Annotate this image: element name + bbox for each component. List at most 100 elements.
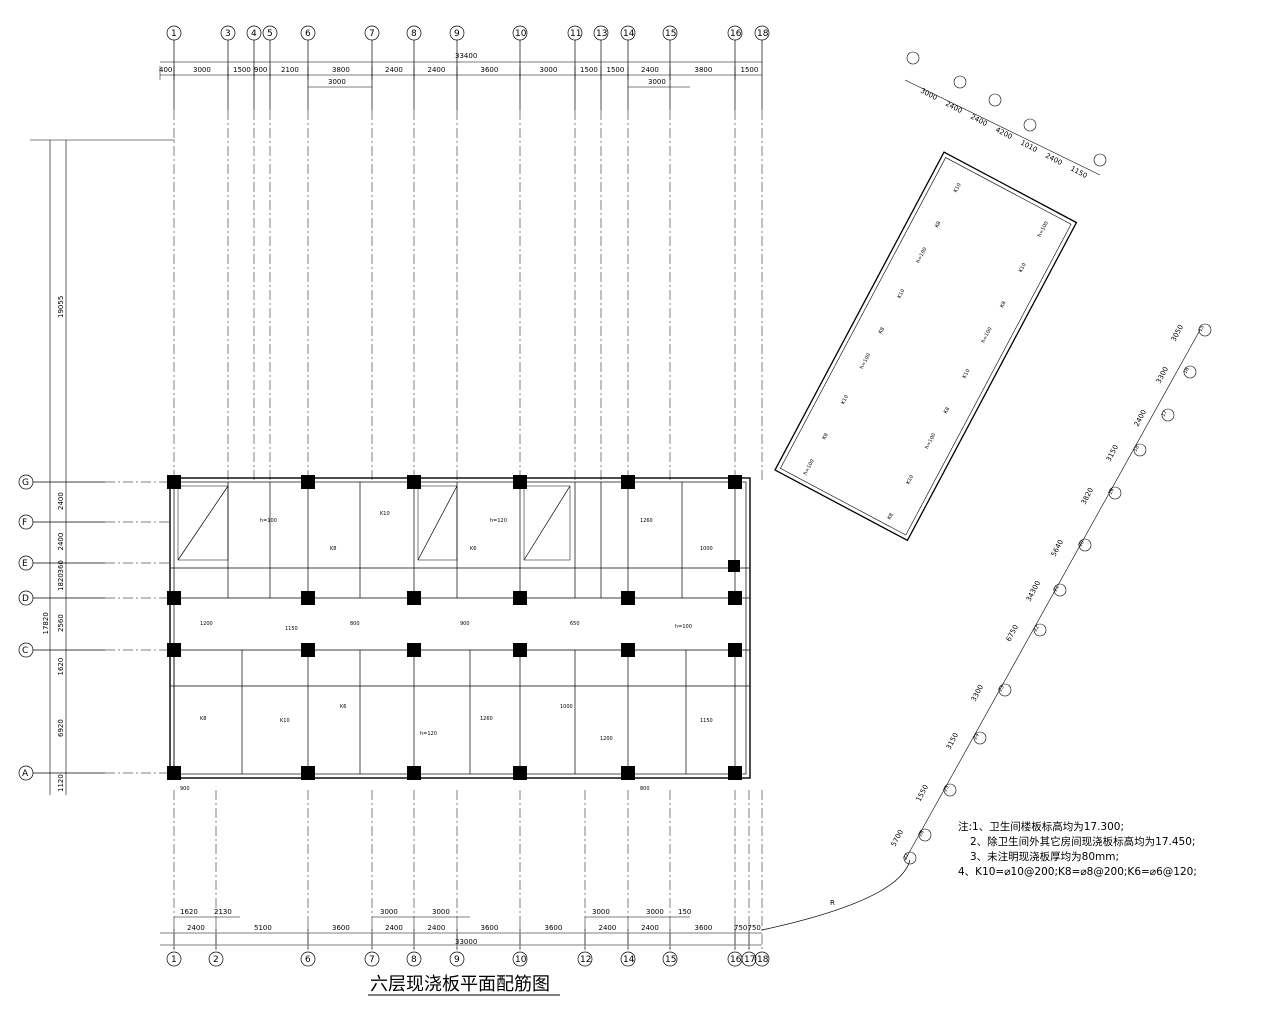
axis-label-left: F [22, 518, 27, 528]
axis-bubble-left [18, 474, 34, 490]
axis-label-bottom: 14 [623, 955, 635, 965]
axis-bubble-left [18, 642, 34, 658]
top-dim-value: 2100 [281, 66, 299, 74]
axis-label-left: C [22, 646, 28, 656]
bottom-dim-value: 2400 [187, 924, 205, 932]
wing-axis-bubble [973, 731, 987, 745]
wing-axis-bubble-top [1093, 153, 1107, 167]
wing-slab-label: K10 [953, 182, 963, 193]
top-dim-value: 2400 [641, 66, 659, 74]
wing-axis-label: 22 [1032, 624, 1040, 632]
wing-axis-bubble [1053, 583, 1067, 597]
axis-label-top: 4 [251, 29, 257, 39]
wing-slab-label: K8 [887, 512, 895, 521]
column [621, 643, 635, 657]
column [301, 591, 315, 605]
stair-diagonal [523, 485, 571, 561]
left-dim-value: 1120 [57, 774, 65, 792]
wing-slab-label: h=100 [980, 326, 993, 344]
axis-bubble-top [567, 25, 583, 41]
wing-right-dim-value: 3820 [1080, 486, 1095, 505]
drawing-title: 六层现浇板平面配筋图 [370, 974, 550, 995]
axis-bubble-top [754, 25, 770, 41]
slab-label: K6 [340, 704, 346, 710]
left-dim-value: 2400 [57, 492, 65, 510]
bottom-dim-sub-value: 2130 [214, 908, 232, 916]
wing-right-dim-value: 3150 [1105, 443, 1120, 462]
slab-label: K8 [200, 716, 206, 722]
wing-slab-label: K10 [897, 288, 907, 299]
wing-slab-label: K8 [821, 432, 829, 441]
column [407, 475, 421, 489]
wing-axis-bubble-top [988, 93, 1002, 107]
bottom-dim-value: 2400 [428, 924, 446, 932]
wing-axis-bubble [1133, 443, 1147, 457]
wing-transform: h=100K8K8K10K10h=100h=100K8K8K10K10h=100… [774, 151, 1078, 542]
left-dim-value: 19055 [57, 296, 65, 318]
axis-bubble-bottom [166, 951, 182, 967]
slab-label: 1150 [700, 718, 713, 724]
wing-right-dim-line [904, 329, 1201, 861]
slab-label: 1260 [640, 518, 653, 524]
top-dim-value: 1500 [607, 66, 625, 74]
wing-top-dim-line [904, 79, 1101, 176]
axis-bubble-bottom [300, 951, 316, 967]
note-line-2: 2、除卫生间外其它房间现浇板标高均为17.450; [970, 835, 1195, 848]
wing-partition [794, 435, 926, 505]
column [728, 643, 742, 657]
wing-slab-label: K8 [878, 326, 886, 335]
axis-label-bottom: 7 [369, 955, 375, 965]
axis-label-top: 18 [757, 29, 769, 39]
axis-label-top: 5 [267, 29, 273, 39]
top-dim-value: 1500 [741, 66, 759, 74]
axis-label-bottom: 18 [757, 955, 769, 965]
wing-slab-label: K8 [943, 406, 951, 415]
plan-linework [33, 40, 911, 931]
top-dim-value: 900 [254, 66, 267, 74]
axis-bubble-left [18, 514, 34, 530]
axis-label-top: 13 [596, 29, 607, 39]
column [407, 591, 421, 605]
wing-axis-label: 23 [997, 684, 1005, 692]
axis-label-top: 16 [730, 29, 742, 39]
wing-top-dim-value: 1150 [1069, 165, 1088, 180]
axis-bubble-bottom [577, 951, 593, 967]
axis-bubble-top [593, 25, 609, 41]
wing-slab-label: K8 [934, 220, 942, 229]
axis-label-bottom: 15 [665, 955, 676, 965]
bottom-dim-value: 5100 [254, 924, 272, 932]
column [407, 766, 421, 780]
column [513, 643, 527, 657]
wing-axis-label: 26 [917, 829, 925, 837]
axis-bubble-top [166, 25, 182, 41]
wing-slab-label: K10 [962, 368, 972, 379]
wing-axis-label: 25 [942, 784, 950, 792]
column [621, 475, 635, 489]
column [513, 591, 527, 605]
wing-slab-label: K10 [905, 474, 915, 485]
wing-axis-bubble-top [953, 75, 967, 89]
bottom-dim-value: 750 [734, 924, 747, 932]
wing-top-dim-value: 2400 [969, 113, 988, 128]
axis-bubble-bottom [741, 951, 757, 967]
slab-label: K10 [280, 718, 290, 724]
wing-slab-label: h=100 [915, 247, 928, 265]
wing-partition [906, 223, 1038, 293]
wing-right-dim-value: 2400 [1133, 408, 1148, 427]
axis-bubble-top [662, 25, 678, 41]
left-dim-value: 2400 [57, 533, 65, 551]
wing-slab-label: h=100 [803, 458, 816, 476]
bottom-dim-sub-value: 3000 [592, 908, 610, 916]
top-dim-value: 3800 [332, 66, 350, 74]
axis-label-top: 15 [665, 29, 676, 39]
axis-label-top: 14 [623, 29, 635, 39]
wing-top-dim-value: 2400 [944, 100, 963, 115]
slab-label: h=100 [675, 624, 692, 630]
wing-axis-label: 24 [972, 732, 980, 740]
wing-right-dim-value: 3300 [1155, 365, 1170, 384]
left-dim-value: 2560 [57, 614, 65, 632]
columns [167, 475, 742, 780]
wing-slab-label: h=100 [1037, 221, 1050, 239]
slab-label: 1000 [700, 546, 713, 552]
top-dim-total: 33400 [455, 52, 477, 60]
